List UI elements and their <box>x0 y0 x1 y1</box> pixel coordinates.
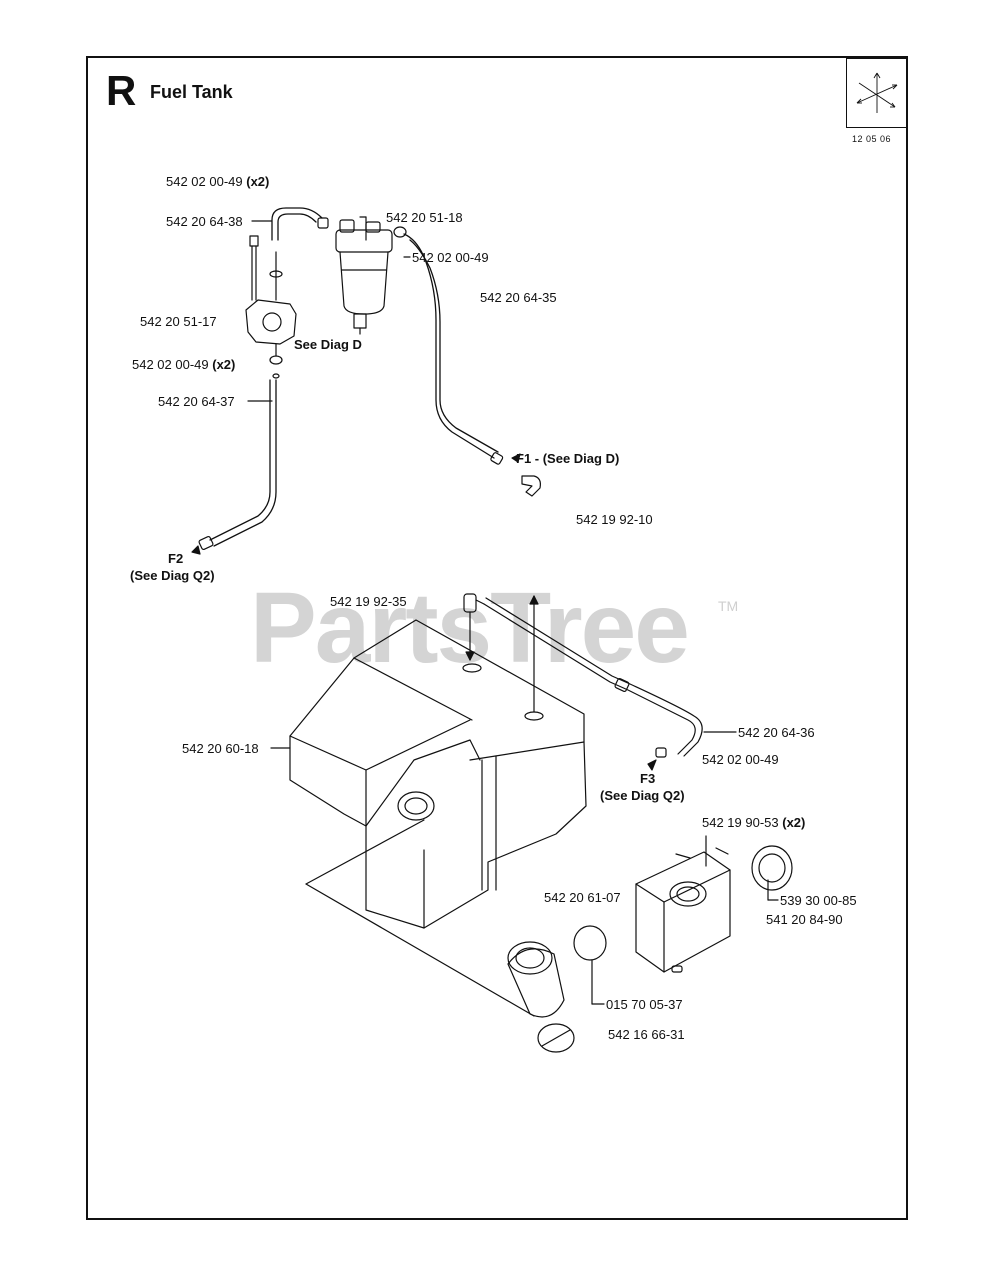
part-label: 542 20 60-18 <box>182 741 259 756</box>
part-label: 539 30 00-85 <box>780 893 857 908</box>
mounting-bracket-icon <box>635 835 731 973</box>
see-diag-d-reference: See Diag D <box>294 337 362 352</box>
f3-reference-code: F3 <box>640 771 656 786</box>
part-label: 542 20 51-18 <box>386 210 463 225</box>
part-label: 542 02 00-49 <box>702 752 779 767</box>
part-label: 542 20 64-36 <box>738 725 815 740</box>
f2-reference-code: F2 <box>168 551 184 566</box>
part-label: 542 02 00-49 <box>412 250 489 265</box>
orientation-compass-icon <box>856 72 898 113</box>
fuel-filter-icon <box>335 219 407 335</box>
fuel-tank-icon <box>289 619 587 1017</box>
part-label: 542 20 51-17 <box>140 314 217 329</box>
part-label: 542 16 66-31 <box>608 1027 685 1042</box>
part-label: 542 19 92-10 <box>576 512 653 527</box>
diagram-frame <box>86 56 908 1220</box>
f3-reference: (See Diag Q2) <box>600 788 685 803</box>
f1-reference: F1 - (See Diag D) <box>516 451 620 466</box>
part-label: 541 20 84-90 <box>766 912 843 927</box>
orientation-box <box>846 58 908 128</box>
seal-ring-icon <box>573 925 607 961</box>
fuel-pump-icon <box>245 235 297 379</box>
part-label: 542 20 64-35 <box>480 290 557 305</box>
watermark-trademark: TM <box>718 598 739 614</box>
part-label: 542 20 61-07 <box>544 890 621 905</box>
part-label: 542 20 64-37 <box>158 394 235 409</box>
grommet-ring-icon <box>751 845 793 891</box>
part-label: 542 02 00-49 (x2) <box>132 357 236 372</box>
section-letter: R <box>106 67 137 114</box>
leader-lines <box>247 216 779 1005</box>
page-title: Fuel Tank <box>150 82 233 102</box>
part-label: 015 70 05-37 <box>606 997 683 1012</box>
filler-neck-icon <box>507 941 575 1053</box>
vent-fitting-icon <box>462 593 544 721</box>
date-code: 12 05 06 <box>852 134 892 144</box>
part-label: 542 19 92-35 <box>330 594 407 609</box>
part-label: 542 20 64-38 <box>166 214 243 229</box>
part-label: 542 02 00-49 (x2) <box>166 174 270 189</box>
part-label: 542 19 90-53 (x2) <box>702 815 806 830</box>
f2-reference: (See Diag Q2) <box>130 568 215 583</box>
